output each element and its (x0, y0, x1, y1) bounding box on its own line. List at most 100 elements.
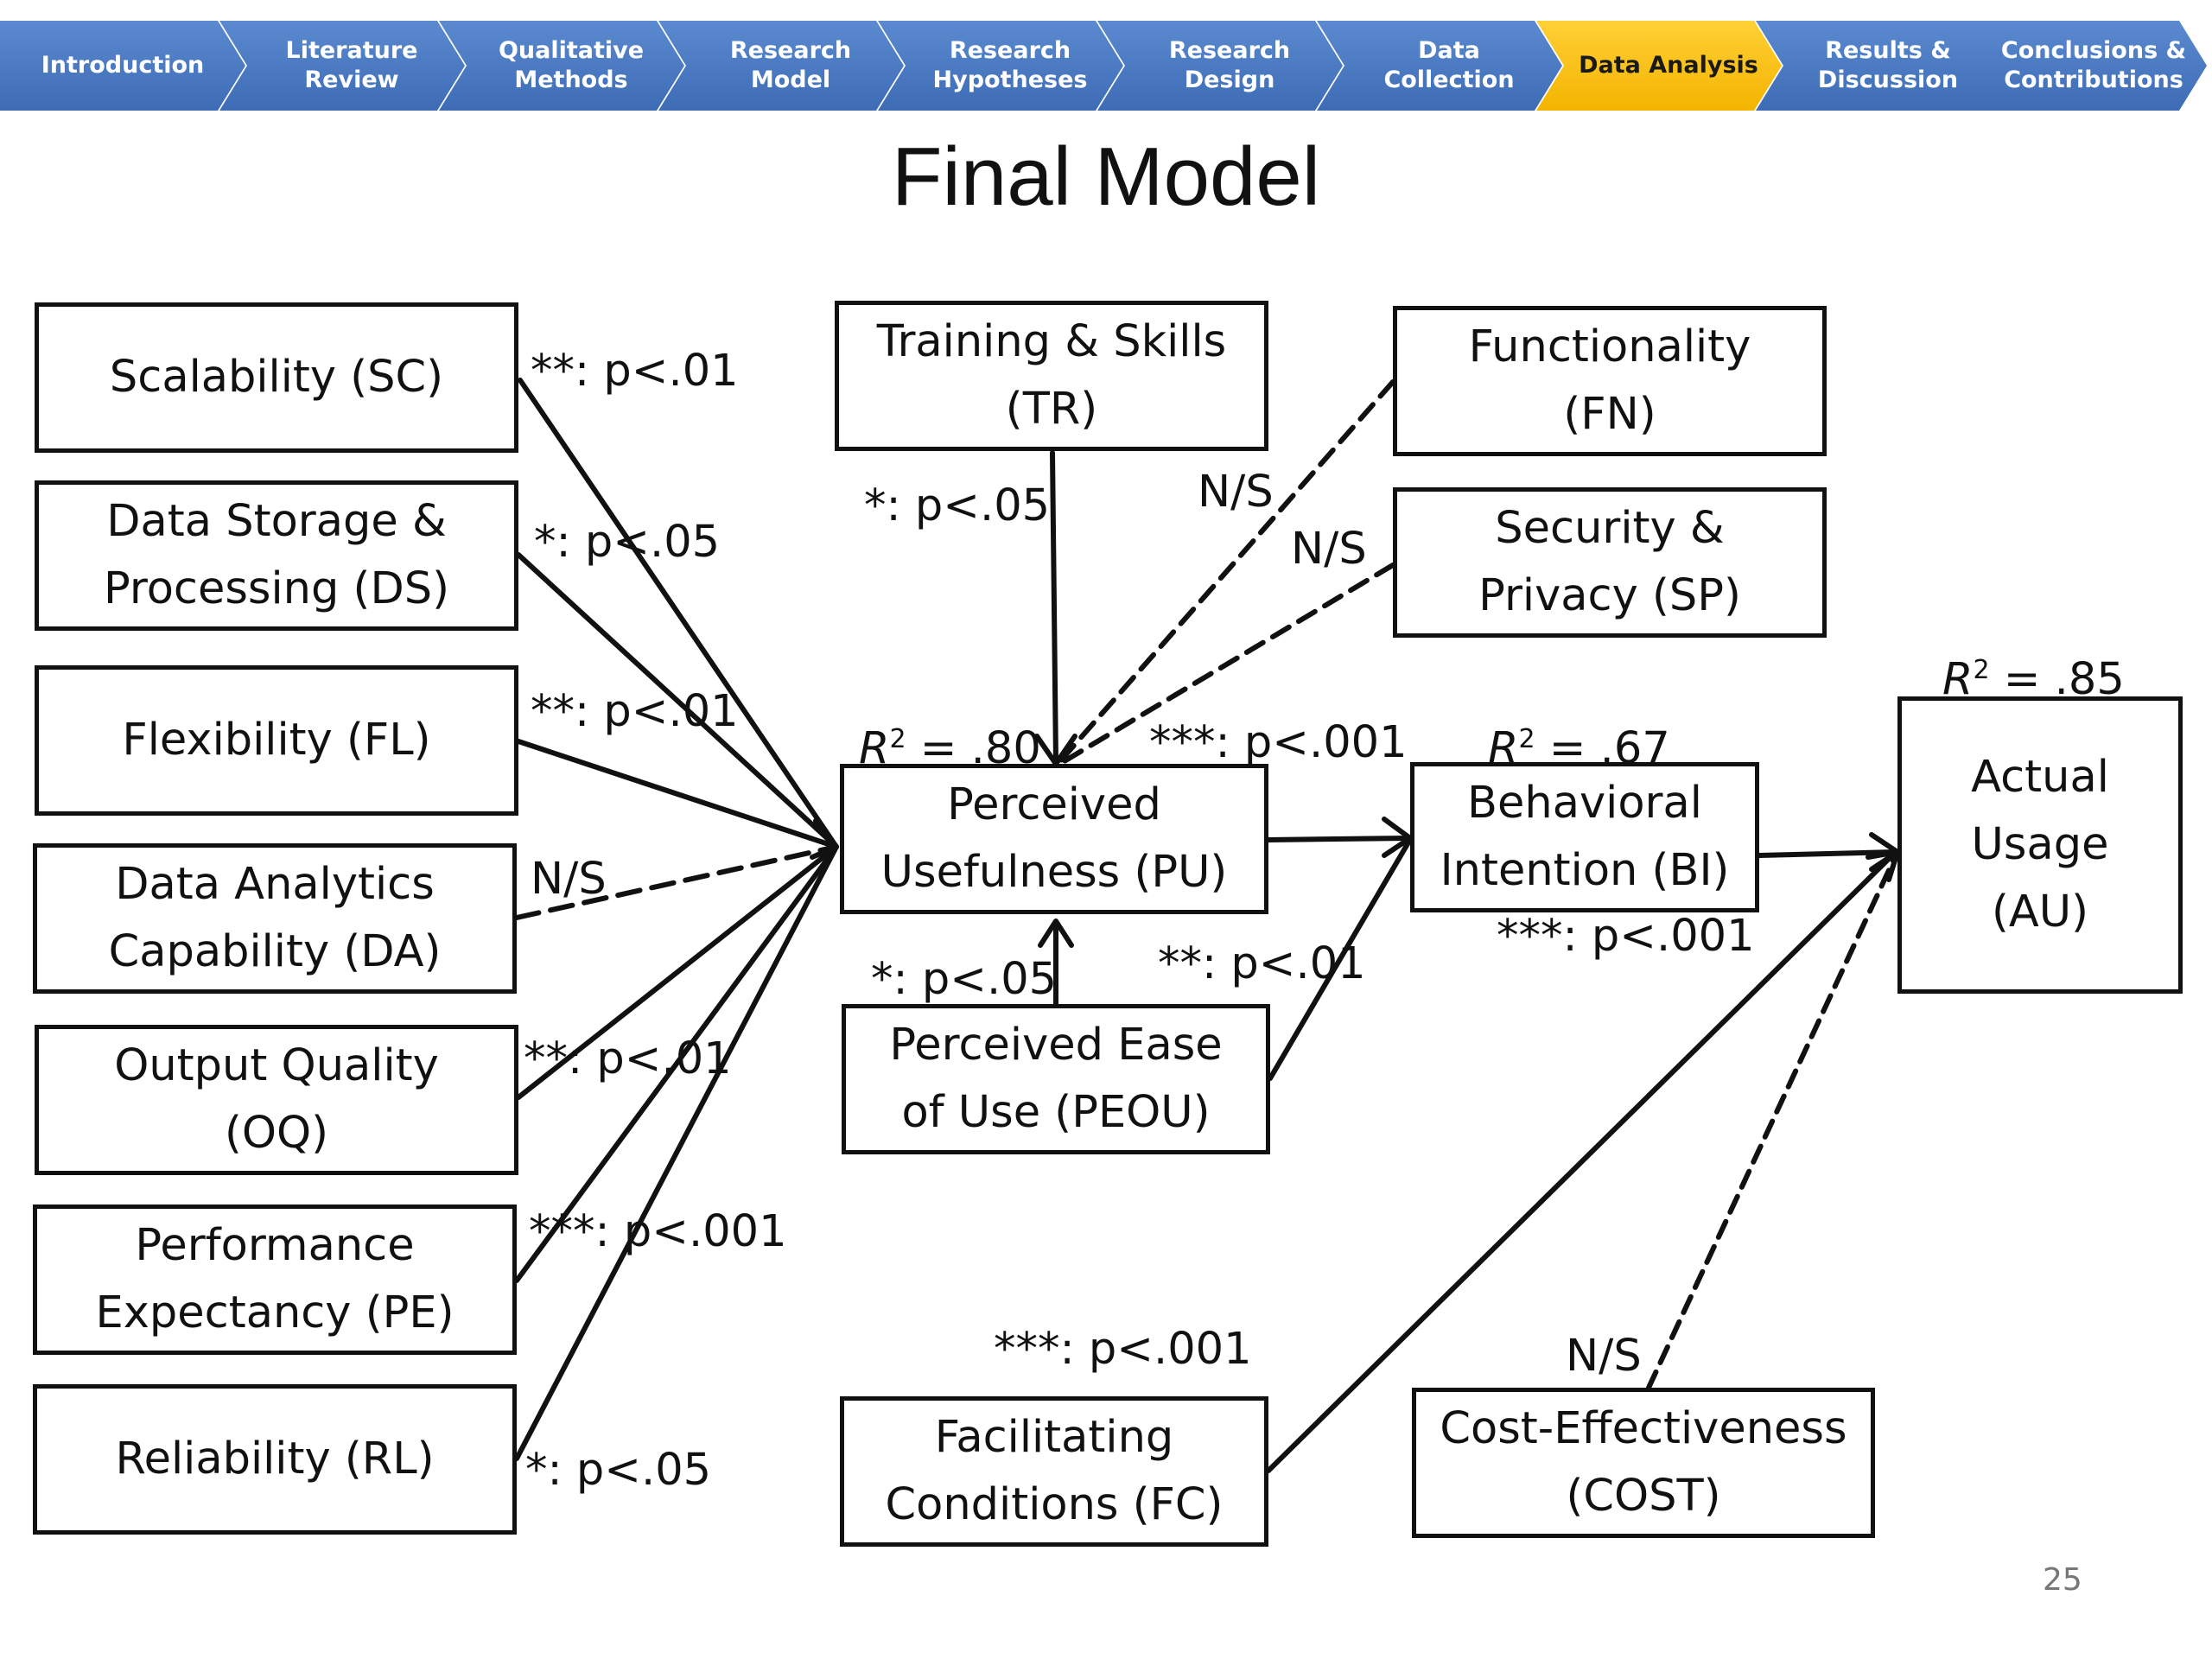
r-squared-pu: R2 = .80 (859, 714, 1041, 775)
step-label: Data Collection (1383, 37, 1515, 93)
label-fc-au: ***: p<.001 (994, 1324, 1252, 1375)
r-symbol: R (859, 723, 890, 774)
r-squared-bi: R2 = .67 (1488, 714, 1670, 775)
path-fn-pu (1057, 379, 1395, 765)
node-label: Reliability (RL) (115, 1433, 435, 1484)
step-introduction[interactable]: Introduction (0, 21, 245, 111)
node-security-privacy: Security & Privacy (SP) (1393, 487, 1827, 638)
page-number: 25 (2043, 1562, 2082, 1598)
node-data-analytics-capability: Data Analytics Capability (DA) (33, 843, 517, 994)
node-label: Scalability (SC) (109, 352, 444, 403)
step-research-model[interactable]: Research Model (658, 21, 904, 111)
path-sc-pu (518, 378, 839, 849)
progress-breadcrumb: Introduction Literature Review Qualitati… (0, 21, 2212, 111)
path-rl-pu (514, 844, 839, 1461)
step-research-hypotheses[interactable]: Research Hypotheses (878, 21, 1123, 111)
step-label: Results & Discussion (1817, 37, 1959, 93)
r-sup: 2 (889, 724, 906, 754)
node-training-skills: Training & Skills (TR) (835, 301, 1268, 451)
node-label: Training & Skills (TR) (876, 316, 1227, 435)
label-bi-au: ***: p<.001 (1497, 911, 1755, 962)
path-cost-au (1646, 853, 1898, 1390)
step-label: Research Model (729, 37, 852, 93)
node-perceived-ease-of-use: Perceived Ease of Use (PEOU) (842, 1004, 1270, 1154)
step-data-collection[interactable]: Data Collection (1317, 21, 1562, 111)
step-label: Data Analysis (1579, 52, 1758, 79)
path-pu-bi (1266, 836, 1411, 842)
r-sup: 2 (1973, 655, 1990, 685)
node-label: Performance Expectancy (PE) (95, 1220, 454, 1338)
node-label: Flexibility (FL) (122, 715, 431, 766)
label-cost-au: N/S (1566, 1331, 1642, 1382)
label-sp-pu: N/S (1291, 524, 1367, 575)
node-performance-expectancy: Performance Expectancy (PE) (33, 1205, 517, 1355)
path-da-pu (514, 844, 839, 920)
node-reliability: Reliability (RL) (33, 1384, 517, 1535)
node-flexibility: Flexibility (FL) (35, 665, 518, 816)
step-qualitative-methods[interactable]: Qualitative Methods (439, 21, 684, 111)
path-ds-pu (516, 552, 839, 849)
r-value: = .85 (1989, 654, 2125, 705)
node-label: Perceived Usefulness (PU) (880, 779, 1228, 898)
node-label: Cost-Effectiveness (COST) (1440, 1403, 1847, 1522)
arrowhead-pu-bottom (1038, 918, 1074, 948)
label-rl-pu: *: p<.05 (525, 1445, 712, 1496)
step-results-discussion[interactable]: Results & Discussion (1756, 21, 2001, 111)
label-pu-bi: ***: p<.001 (1149, 717, 1408, 768)
node-label: Perceived Ease of Use (PEOU) (889, 1020, 1223, 1138)
node-label: Data Analytics Capability (DA) (108, 859, 442, 977)
path-fc-au (1266, 849, 1898, 1473)
step-conclusions-contributions[interactable]: Conclusions & Contributions (1961, 21, 2207, 111)
label-pe-pu: ***: p<.001 (529, 1206, 787, 1257)
step-label: Conclusions & Contributions (2000, 37, 2187, 93)
node-label: Output Quality (OQ) (114, 1040, 439, 1159)
r-sup: 2 (1518, 724, 1535, 754)
node-perceived-usefulness: Perceived Usefulness (PU) (840, 764, 1268, 914)
node-label: Security & Privacy (SP) (1478, 503, 1741, 621)
label-ds-pu: *: p<.05 (534, 517, 721, 568)
label-peou-pu: *: p<.05 (871, 954, 1058, 1005)
step-research-design[interactable]: Research Design (1097, 21, 1343, 111)
node-functionality: Functionality (FN) (1393, 306, 1827, 456)
node-behavioral-intention: Behavioral Intention (BI) (1410, 762, 1759, 912)
node-scalability: Scalability (SC) (35, 302, 518, 453)
r-symbol: R (1942, 654, 1974, 705)
label-tr-pu: *: p<.05 (864, 480, 1051, 531)
step-label: Literature Review (285, 37, 418, 93)
step-label: Research Design (1168, 37, 1291, 93)
step-data-analysis[interactable]: Data Analysis (1536, 21, 1782, 111)
node-label: Data Storage & Processing (DS) (104, 496, 449, 614)
step-literature-review[interactable]: Literature Review (219, 21, 465, 111)
arrowhead-pu-left (810, 818, 839, 860)
page-title: Final Model (891, 130, 1321, 223)
node-data-storage-processing: Data Storage & Processing (DS) (35, 480, 518, 631)
step-label: Qualitative Methods (498, 37, 645, 93)
r-value: = .80 (906, 723, 1041, 774)
r-squared-au: R2 = .85 (1942, 645, 2125, 706)
node-label: Functionality (FN) (1468, 321, 1751, 440)
label-sc-pu: **: p<.01 (531, 346, 739, 397)
label-fn-pu: N/S (1198, 467, 1274, 518)
path-fl-pu (516, 739, 839, 849)
node-label: Actual Usage (AU) (1971, 752, 2109, 938)
label-peou-bi: **: p<.01 (1158, 938, 1366, 989)
node-actual-usage: Actual Usage (AU) (1897, 696, 2183, 994)
path-tr-pu (1050, 450, 1058, 765)
path-oq-pu (516, 844, 839, 1100)
label-da-pu: N/S (531, 854, 607, 905)
node-output-quality: Output Quality (OQ) (35, 1025, 518, 1175)
node-label: Facilitating Conditions (FC) (885, 1412, 1224, 1530)
path-sp-pu (1060, 563, 1395, 765)
path-peou-bi (1268, 840, 1411, 1081)
r-symbol: R (1488, 723, 1519, 774)
r-value: = .67 (1535, 723, 1670, 774)
node-cost-effectiveness: Cost-Effectiveness (COST) (1412, 1388, 1875, 1538)
node-label: Behavioral Intention (BI) (1440, 778, 1730, 896)
label-fl-pu: **: p<.01 (531, 686, 739, 737)
path-bi-au (1757, 849, 1898, 858)
path-pe-pu (514, 844, 839, 1283)
step-label: Research Hypotheses (932, 37, 1088, 93)
step-label: Introduction (41, 52, 205, 79)
label-oq-pu: **: p<.01 (524, 1033, 732, 1084)
